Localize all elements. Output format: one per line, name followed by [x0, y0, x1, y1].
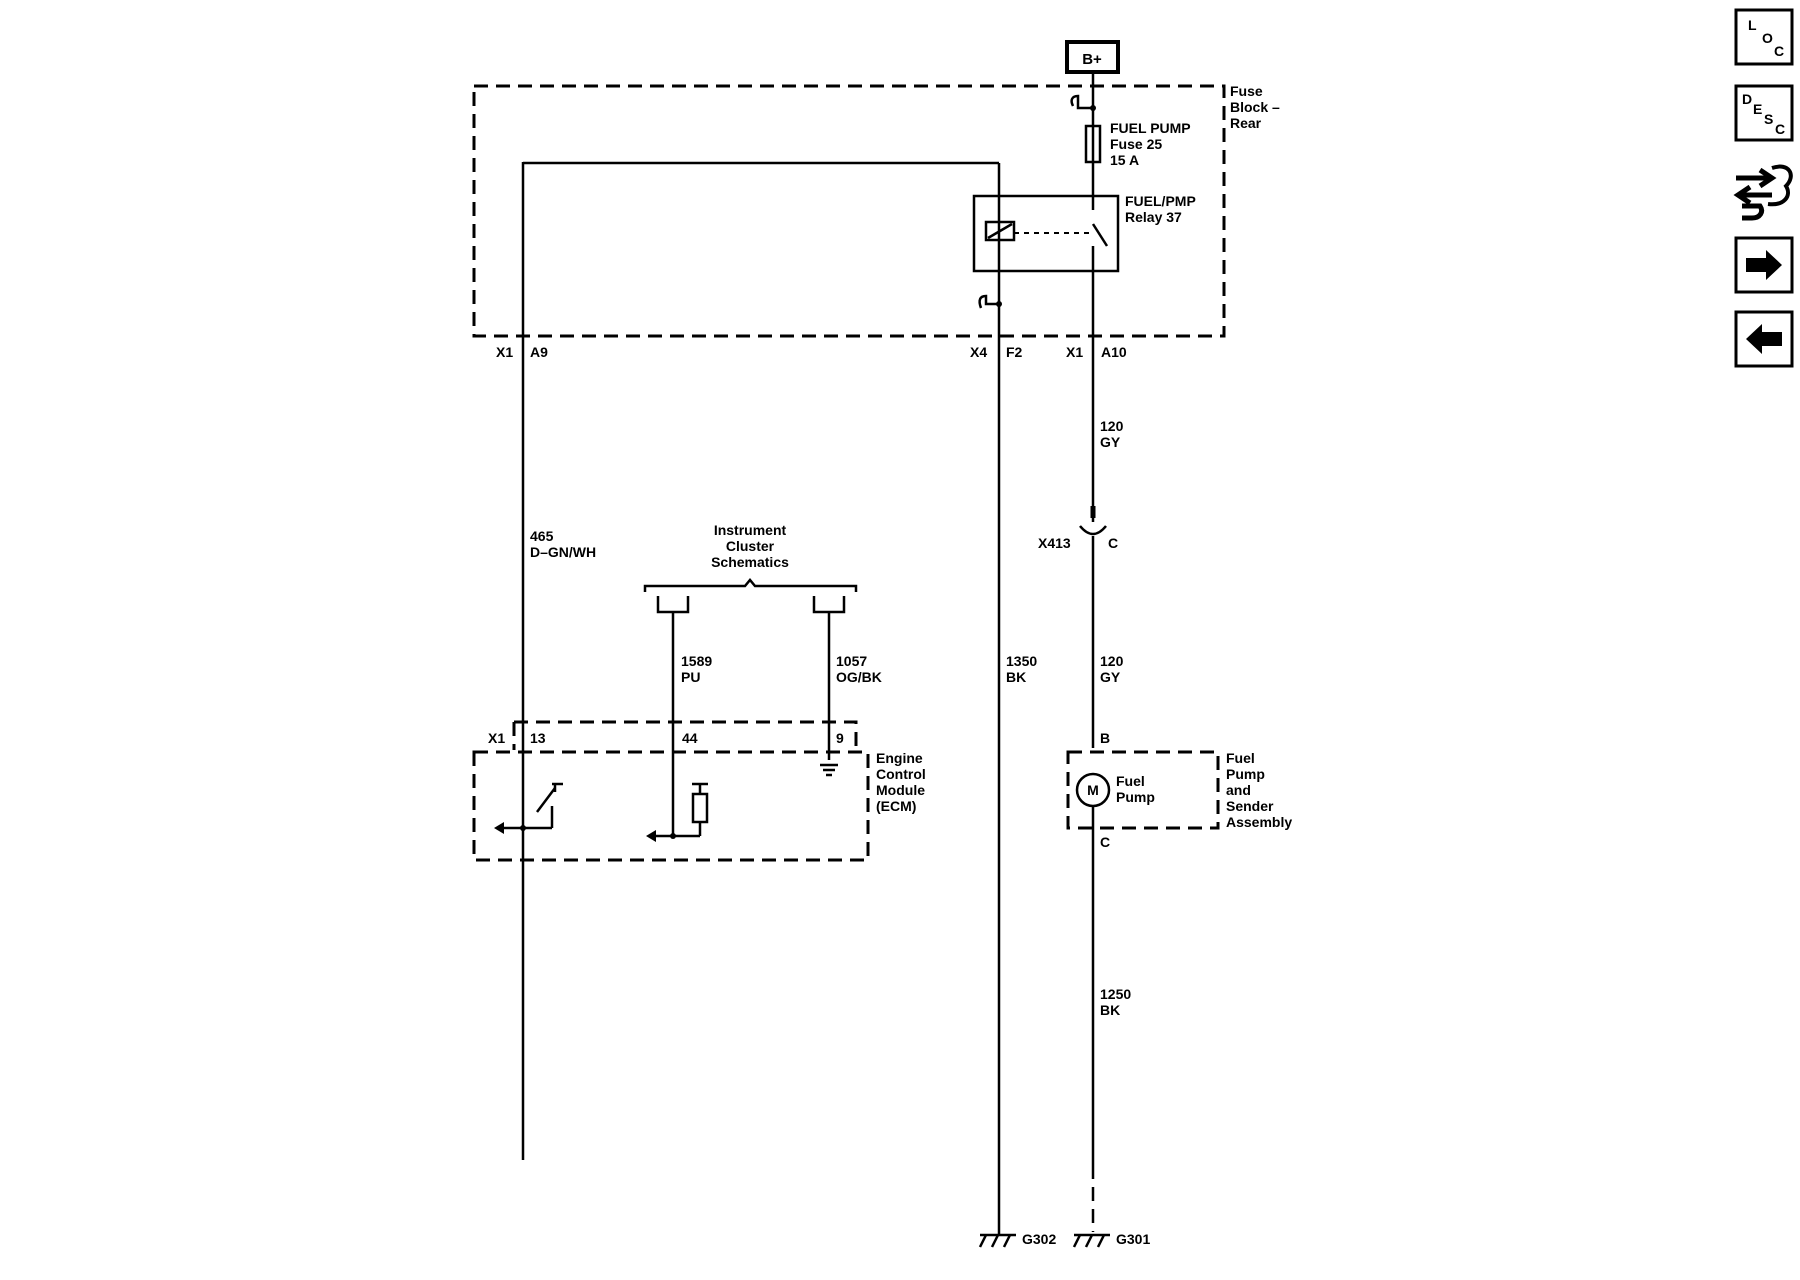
wire-1350-num: 1350 [1006, 653, 1037, 669]
wire-1250-num: 1250 [1100, 986, 1131, 1002]
relay-label-1: FUEL/PMP [1125, 193, 1196, 209]
loc-letter-c: C [1774, 43, 1784, 59]
pin-a10: A10 [1101, 344, 1127, 360]
instrument-cluster-brace [643, 578, 858, 592]
wire-1589-num: 1589 [681, 653, 712, 669]
fuse-label-3: 15 A [1110, 152, 1139, 168]
ecm-connector-outline [512, 720, 858, 750]
junction-dot [1090, 105, 1096, 111]
fuse-block-outline [472, 84, 1226, 338]
ecm-title-1: Engine [876, 750, 923, 766]
cluster-connector-right [812, 596, 846, 614]
relay-body [972, 194, 1120, 273]
wire-465-num: 465 [530, 528, 554, 544]
ground-g301 [1072, 1233, 1110, 1248]
loc-button[interactable]: L O C [1734, 8, 1794, 66]
instrument-cluster-label-3: Schematics [711, 554, 789, 570]
ecm-connector: X1 [488, 730, 505, 746]
desc-letter-e: E [1753, 101, 1762, 117]
relay-label-2: Relay 37 [1125, 209, 1182, 225]
battery-source: B+ [1065, 40, 1120, 74]
next-arrow-icon[interactable] [1734, 236, 1794, 294]
fuel-pump-assembly-outline [1066, 750, 1220, 830]
assembly-title-4: Sender [1226, 798, 1274, 814]
instrument-cluster-label-1: Instrument [714, 522, 787, 538]
desc-letter-c: C [1775, 121, 1785, 137]
ecm-outline [472, 750, 870, 862]
wire-1589-color: PU [681, 669, 700, 685]
ecm-title-2: Control [876, 766, 926, 782]
fuse-label-1: FUEL PUMP [1110, 120, 1191, 136]
instrument-cluster-label-2: Cluster [726, 538, 775, 554]
loc-letter-l: L [1748, 17, 1757, 33]
wire-120-color-bottom: GY [1100, 669, 1121, 685]
ground-g302 [978, 1233, 1016, 1248]
ecm-title-4: (ECM) [876, 798, 916, 814]
ground-g302-label: G302 [1022, 1231, 1056, 1247]
desc-button[interactable]: D E S C [1734, 84, 1794, 142]
ecm-ground-symbol [820, 763, 838, 777]
relay-tap-symbol [978, 294, 999, 309]
ecm-pin-44: 44 [682, 730, 698, 746]
wire-120-num-bottom: 120 [1100, 653, 1124, 669]
fuel-pump-label-1: Fuel [1116, 773, 1145, 789]
wire-465-color: D–GN/WH [530, 544, 596, 560]
motor-symbol: M [1087, 782, 1099, 798]
assembly-title-5: Assembly [1226, 814, 1292, 830]
wire-1057-color: OG/BK [836, 669, 882, 685]
fuel-pump-pin-c: C [1100, 834, 1110, 850]
wire-1057-num: 1057 [836, 653, 867, 669]
fuse-block-title-1: Fuse [1230, 83, 1263, 99]
connector-icon[interactable] [1733, 164, 1793, 221]
wire-120-color-top: GY [1100, 434, 1121, 450]
x413-name: X413 [1038, 535, 1071, 551]
fuse-label-2: Fuse 25 [1110, 136, 1162, 152]
desc-letter-s: S [1764, 111, 1773, 127]
assembly-title-3: and [1226, 782, 1251, 798]
x413-pin: C [1108, 535, 1118, 551]
fuel-pump-label-2: Pump [1116, 789, 1155, 805]
desc-letter-d: D [1742, 91, 1752, 107]
assembly-title-2: Pump [1226, 766, 1265, 782]
conn-x4: X4 [970, 344, 987, 360]
pin-a9: A9 [530, 344, 548, 360]
ecm-pin-9: 9 [836, 730, 844, 746]
ecm-title-3: Module [876, 782, 925, 798]
fuel-pump-pin-b: B [1100, 730, 1110, 746]
fuse-block-title-3: Rear [1230, 115, 1262, 131]
previous-arrow-icon[interactable] [1734, 310, 1794, 368]
ecm-low-side-driver [494, 782, 563, 834]
wire-120-num-top: 120 [1100, 418, 1124, 434]
fuse-block-title-2: Block – [1230, 99, 1280, 115]
wire-1350-color: BK [1006, 669, 1026, 685]
ecm-pin-13: 13 [530, 730, 546, 746]
conn-x1: X1 [496, 344, 513, 360]
relay-switch [1091, 223, 1109, 247]
wire-1250-color: BK [1100, 1002, 1120, 1018]
loc-letter-o: O [1762, 30, 1773, 46]
assembly-title-1: Fuel [1226, 750, 1255, 766]
cluster-connector-left [656, 596, 690, 614]
conn-x1-b: X1 [1066, 344, 1083, 360]
fuse-tap-symbol [1070, 94, 1093, 110]
battery-label: B+ [1082, 51, 1102, 68]
pin-f2: F2 [1006, 344, 1023, 360]
ecm-pullup-resistor [646, 782, 709, 842]
inline-connector-x413 [1079, 525, 1107, 536]
ground-g301-label: G301 [1116, 1231, 1150, 1247]
